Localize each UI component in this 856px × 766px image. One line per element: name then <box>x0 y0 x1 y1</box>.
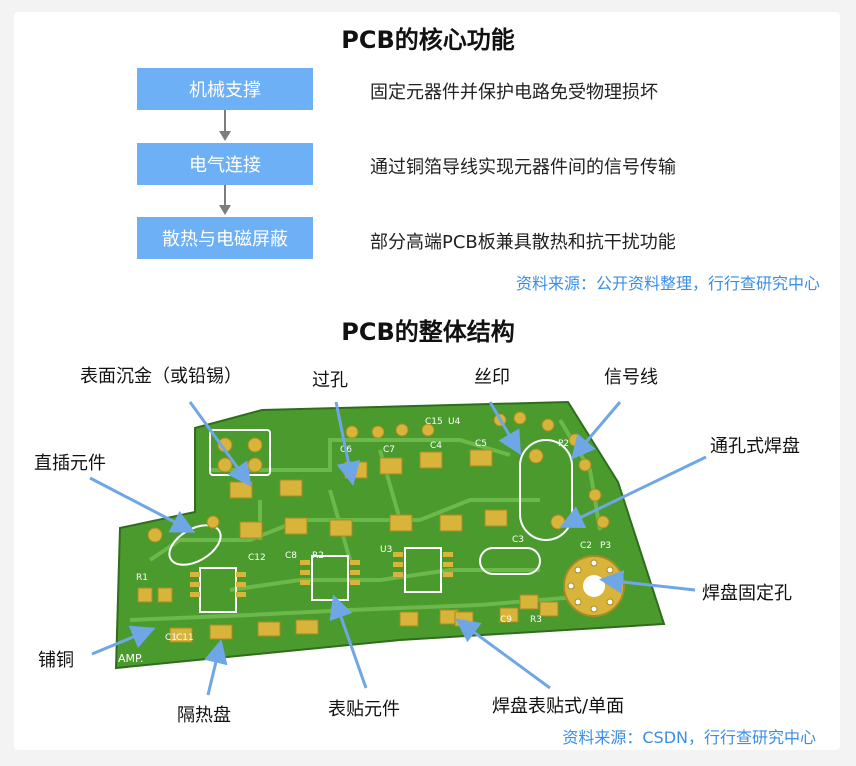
structure-title: PCB的整体结构 <box>341 318 515 346</box>
svg-text:C5: C5 <box>475 439 487 449</box>
svg-text:C1: C1 <box>165 633 177 643</box>
label-smd-component: 表贴元件 <box>328 699 400 720</box>
svg-text:U4: U4 <box>448 417 461 427</box>
callout-smd-component <box>329 594 368 689</box>
svg-text:C8: C8 <box>285 551 297 561</box>
svg-text:R2: R2 <box>312 551 324 561</box>
svg-text:R1: R1 <box>136 573 148 583</box>
callout-surface-finish <box>188 401 252 487</box>
label-copper-pour: 铺铜 <box>38 650 74 671</box>
callout-thermal-pad <box>204 639 228 696</box>
function-box-electrical: 电气连接 <box>137 143 313 185</box>
flow-arrow <box>219 185 231 215</box>
svg-text:R3: R3 <box>530 615 542 625</box>
label-silkscreen: 丝印 <box>474 367 510 388</box>
function-box-thermal: 散热与电磁屏蔽 <box>137 217 313 259</box>
function-box-mechanical: 机械支撑 <box>137 68 313 110</box>
functions-source: 资料来源：公开资料整理，行行查研究中心 <box>515 274 820 293</box>
svg-text:C3: C3 <box>512 535 524 545</box>
function-desc-thermal: 部分高端PCB板兼具散热和抗干扰功能 <box>370 232 676 253</box>
callout-via <box>334 401 361 486</box>
label-smd-pad: 焊盘表贴式/单面 <box>492 696 625 717</box>
callout-smd-pad <box>455 618 551 690</box>
function-desc-mechanical: 固定元器件并保护电路免受物理损坏 <box>370 82 658 103</box>
functions-title: PCB的核心功能 <box>341 26 515 54</box>
callout-through-hole-pad <box>559 455 707 528</box>
svg-text:AMP.: AMP. <box>118 652 143 665</box>
structure-source: 资料来源：CSDN，行行查研究中心 <box>562 728 816 747</box>
callout-silkscreen <box>488 401 522 456</box>
svg-text:P2: P2 <box>558 439 569 449</box>
label-surface-finish: 表面沉金（或铅锡） <box>80 366 242 387</box>
label-pad-mount-hole: 焊盘固定孔 <box>702 583 792 604</box>
flow-arrow <box>219 110 231 141</box>
svg-text:C11: C11 <box>176 633 194 643</box>
callout-through-hole-component <box>89 476 196 533</box>
callout-signal-line <box>571 401 622 460</box>
label-thermal-pad: 隔热盘 <box>177 705 231 726</box>
callout-mount-hole <box>599 570 696 594</box>
svg-text:C9: C9 <box>500 615 512 625</box>
svg-text:C2: C2 <box>580 541 592 551</box>
label-via: 过孔 <box>312 370 348 391</box>
function-desc-electrical: 通过铜箔导线实现元器件间的信号传输 <box>370 157 676 178</box>
svg-text:C15: C15 <box>425 417 443 427</box>
svg-text:U3: U3 <box>380 545 392 555</box>
callout-copper-pour <box>91 625 156 656</box>
label-through-hole-component: 直插元件 <box>34 453 106 474</box>
label-signal-line: 信号线 <box>604 367 658 388</box>
svg-text:C4: C4 <box>430 441 442 451</box>
label-through-hole-pad: 通孔式焊盘 <box>710 436 800 457</box>
pcb-board: C12 C8 R2 U3 C1 C2 P3 C3 C9 R3 R1 C11 C7… <box>114 400 666 670</box>
svg-text:C7: C7 <box>383 445 395 455</box>
svg-text:C12: C12 <box>248 553 266 563</box>
svg-text:P3: P3 <box>600 541 611 551</box>
